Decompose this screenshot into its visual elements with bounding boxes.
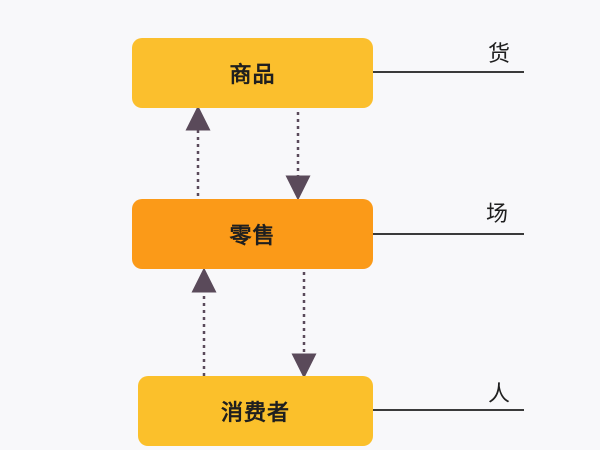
goods-side-label: 货 xyxy=(488,42,511,67)
goods-node: 商品 xyxy=(132,38,373,108)
retail-node: 零售 xyxy=(132,199,373,269)
consumer-side-label: 人 xyxy=(488,382,511,407)
retail-side-label: 场 xyxy=(486,202,509,227)
goods-node-label: 商品 xyxy=(229,63,276,88)
consumer-node: 消费者 xyxy=(138,376,373,446)
consumer-node-label: 消费者 xyxy=(220,401,290,426)
retail-node-label: 零售 xyxy=(229,224,276,249)
